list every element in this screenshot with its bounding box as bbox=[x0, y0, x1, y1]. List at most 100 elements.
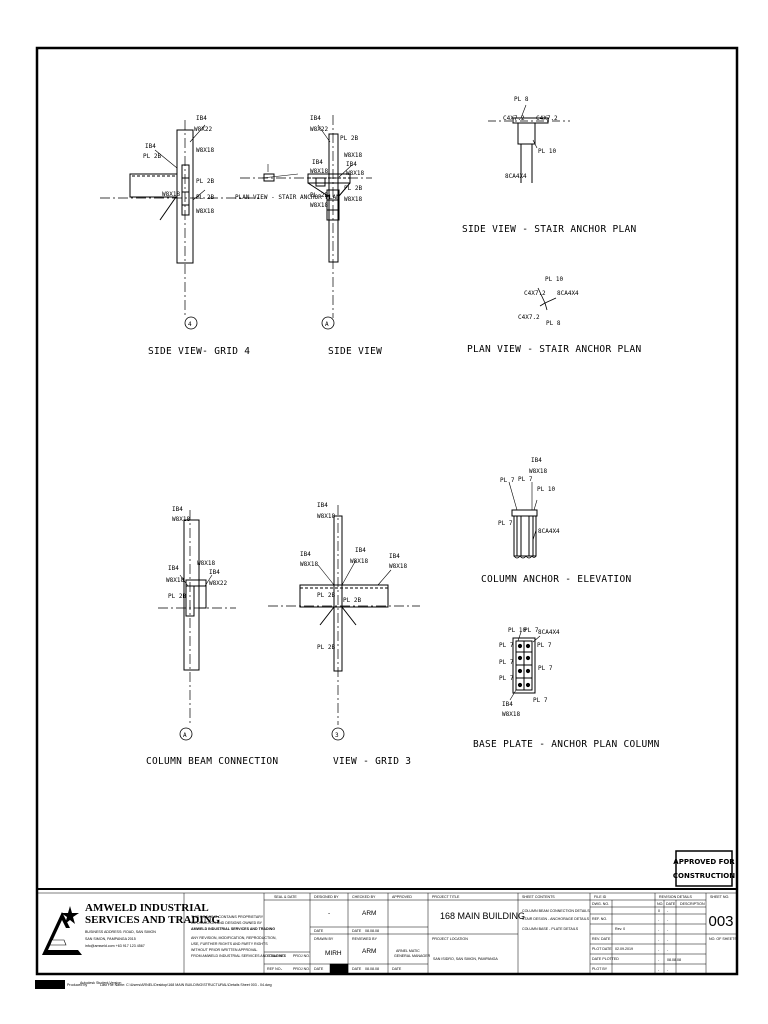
revision-cell: - bbox=[667, 909, 669, 913]
label: 8CA4X4 bbox=[505, 173, 527, 180]
notice-text: WITHOUT PRIOR WRITTEN APPROVAL bbox=[191, 948, 257, 952]
label: W8X18 bbox=[162, 191, 180, 198]
plan-view-inline-caption: PLAN VIEW - STAIR ANCHOR PLAN bbox=[235, 194, 340, 201]
revision-cell: - bbox=[667, 938, 669, 942]
revision-cell: - bbox=[667, 918, 669, 922]
title-block bbox=[183, 893, 737, 975]
revision-cell: - bbox=[658, 968, 660, 972]
sheet-number: 003 bbox=[708, 913, 733, 930]
label: IB4 bbox=[502, 701, 513, 708]
header-sheet-contents: SHEET CONTENTS bbox=[522, 895, 555, 899]
label: PL 2B bbox=[344, 185, 362, 192]
drawn-by-label: DRAWN BY bbox=[314, 937, 334, 941]
file-field: DWG. NO. bbox=[592, 902, 609, 906]
label: PL 2B bbox=[196, 178, 214, 185]
footer: Produced by Autodesk Student Version Las… bbox=[35, 980, 272, 989]
base-plate-anchor-plan-drawing bbox=[509, 631, 541, 701]
header-project-title: PROJECT TITLE bbox=[432, 895, 460, 899]
company-address: info@amweld.com +63 917 123 4567 bbox=[85, 944, 145, 948]
date-label: DATE bbox=[314, 929, 324, 933]
label: IB4 bbox=[312, 159, 323, 166]
label: W8X22 bbox=[310, 126, 328, 133]
label: IB4 bbox=[172, 506, 183, 513]
label: PL 2B bbox=[340, 135, 358, 142]
label: W8X18 bbox=[196, 208, 214, 215]
label: PL 8 bbox=[546, 320, 561, 327]
label: PL 7 bbox=[537, 642, 552, 649]
approver-role: GENERAL MANAGER bbox=[394, 954, 431, 958]
footer-product-name: Autodesk Student Version bbox=[80, 981, 121, 985]
label: IB4 bbox=[196, 115, 207, 122]
file-field: REF. NO. bbox=[592, 917, 607, 921]
scale-label: REF NO. bbox=[267, 967, 282, 971]
stamp-line2: CONSTRUCTION bbox=[673, 872, 735, 880]
company-name-line1: AMWELD INDUSTRIAL bbox=[85, 902, 209, 914]
label: W8X18 bbox=[197, 560, 215, 567]
label: PL 2B bbox=[168, 593, 186, 600]
label: W8X18 bbox=[317, 513, 335, 520]
grid-bubble-A bbox=[321, 316, 335, 330]
header-seal-date: SEAL & DATE bbox=[274, 895, 297, 899]
label: PL 2B bbox=[343, 597, 361, 604]
label: W8X18 bbox=[346, 170, 364, 177]
label: PL 7 bbox=[500, 477, 515, 484]
column-anchor-elevation-drawing bbox=[508, 481, 538, 559]
stair-anchor-side-drawing bbox=[488, 104, 570, 183]
revision-cell: - bbox=[658, 938, 660, 942]
notice-text: USE, FURTHER RIGHTS AND PARTY RIGHTS bbox=[191, 942, 268, 946]
label: PL 2B bbox=[196, 194, 214, 201]
caption-view-grid3: VIEW - GRID 3 bbox=[333, 756, 411, 767]
sheet-contents-item: COLUMN BEAM CONNECTION DETAILS bbox=[522, 909, 590, 913]
label: IB4 bbox=[355, 547, 366, 554]
revision-cell: - bbox=[658, 928, 660, 932]
label: W8X18 bbox=[344, 152, 362, 159]
date-label: DATE bbox=[352, 967, 362, 971]
label: PL 7 bbox=[499, 642, 514, 649]
approved-stamp: APPROVED FOR CONSTRUCTION bbox=[673, 850, 735, 887]
label: 8CA4X4 bbox=[538, 528, 560, 535]
label: PL 2B bbox=[310, 192, 328, 199]
grid-bubble-label: 3 bbox=[335, 732, 339, 739]
sheet-contents-item: STAIR DESIGN - ANCHORAGE DETAILS bbox=[522, 917, 590, 921]
grid-bubble-4 bbox=[184, 316, 198, 330]
drawn-by-value: MIRH bbox=[325, 950, 342, 957]
caption-stair-anchor-side: SIDE VIEW - STAIR ANCHOR PLAN bbox=[462, 224, 637, 235]
label: PL 2B bbox=[317, 592, 335, 599]
label: PL 7 bbox=[498, 520, 513, 527]
label: IB4 bbox=[317, 502, 328, 509]
revision-cell: - bbox=[667, 948, 669, 952]
label: PL 7 bbox=[533, 697, 548, 704]
label: IB4 bbox=[346, 161, 357, 168]
date-value: 08.08.08 bbox=[365, 967, 379, 971]
grid-bubble-label: A bbox=[325, 321, 329, 328]
label: IB4 bbox=[310, 115, 321, 122]
label: W8X18 bbox=[310, 168, 328, 175]
label: W8X18 bbox=[310, 202, 328, 209]
label: IB4 bbox=[531, 457, 542, 464]
grid-bubble-A bbox=[179, 727, 193, 741]
revision-cell: 0 bbox=[658, 909, 660, 913]
reviewed-by-label: REVIEWED BY bbox=[352, 937, 378, 941]
caption-column-beam-connection: COLUMN BEAM CONNECTION bbox=[146, 756, 278, 767]
label: PL 7 bbox=[499, 659, 514, 666]
label: IB4 bbox=[209, 569, 220, 576]
company-address: SAN SIMON, PAMPANGA 2015 bbox=[85, 937, 136, 941]
label: W8X18 bbox=[300, 561, 318, 568]
revision-cell: - bbox=[667, 968, 669, 972]
no-of-sheets-label: NO. OF SHEETS bbox=[709, 937, 737, 941]
label: IB4 bbox=[145, 143, 156, 150]
notice-text: FROM AMWELD INDUSTRIAL SERVICES AND TRAD… bbox=[191, 954, 285, 958]
label: W8X18 bbox=[529, 468, 547, 475]
label: PL 7 bbox=[518, 476, 533, 483]
notice-text: ANY REVISION, MODIFICATION, REPRODUCTION… bbox=[191, 936, 277, 940]
grid-bubble-3 bbox=[331, 727, 345, 741]
label: C4X7.2 bbox=[536, 115, 558, 122]
date-label: DATE bbox=[314, 967, 324, 971]
date-label: DATE bbox=[352, 929, 362, 933]
date-value: 08.08.08 bbox=[365, 929, 379, 933]
scale-label: PROJ NO. bbox=[293, 967, 310, 971]
label: W8X22 bbox=[209, 580, 227, 587]
file-field: PLOT DATE bbox=[592, 947, 612, 951]
reviewed-by-value: ARM bbox=[362, 948, 376, 955]
